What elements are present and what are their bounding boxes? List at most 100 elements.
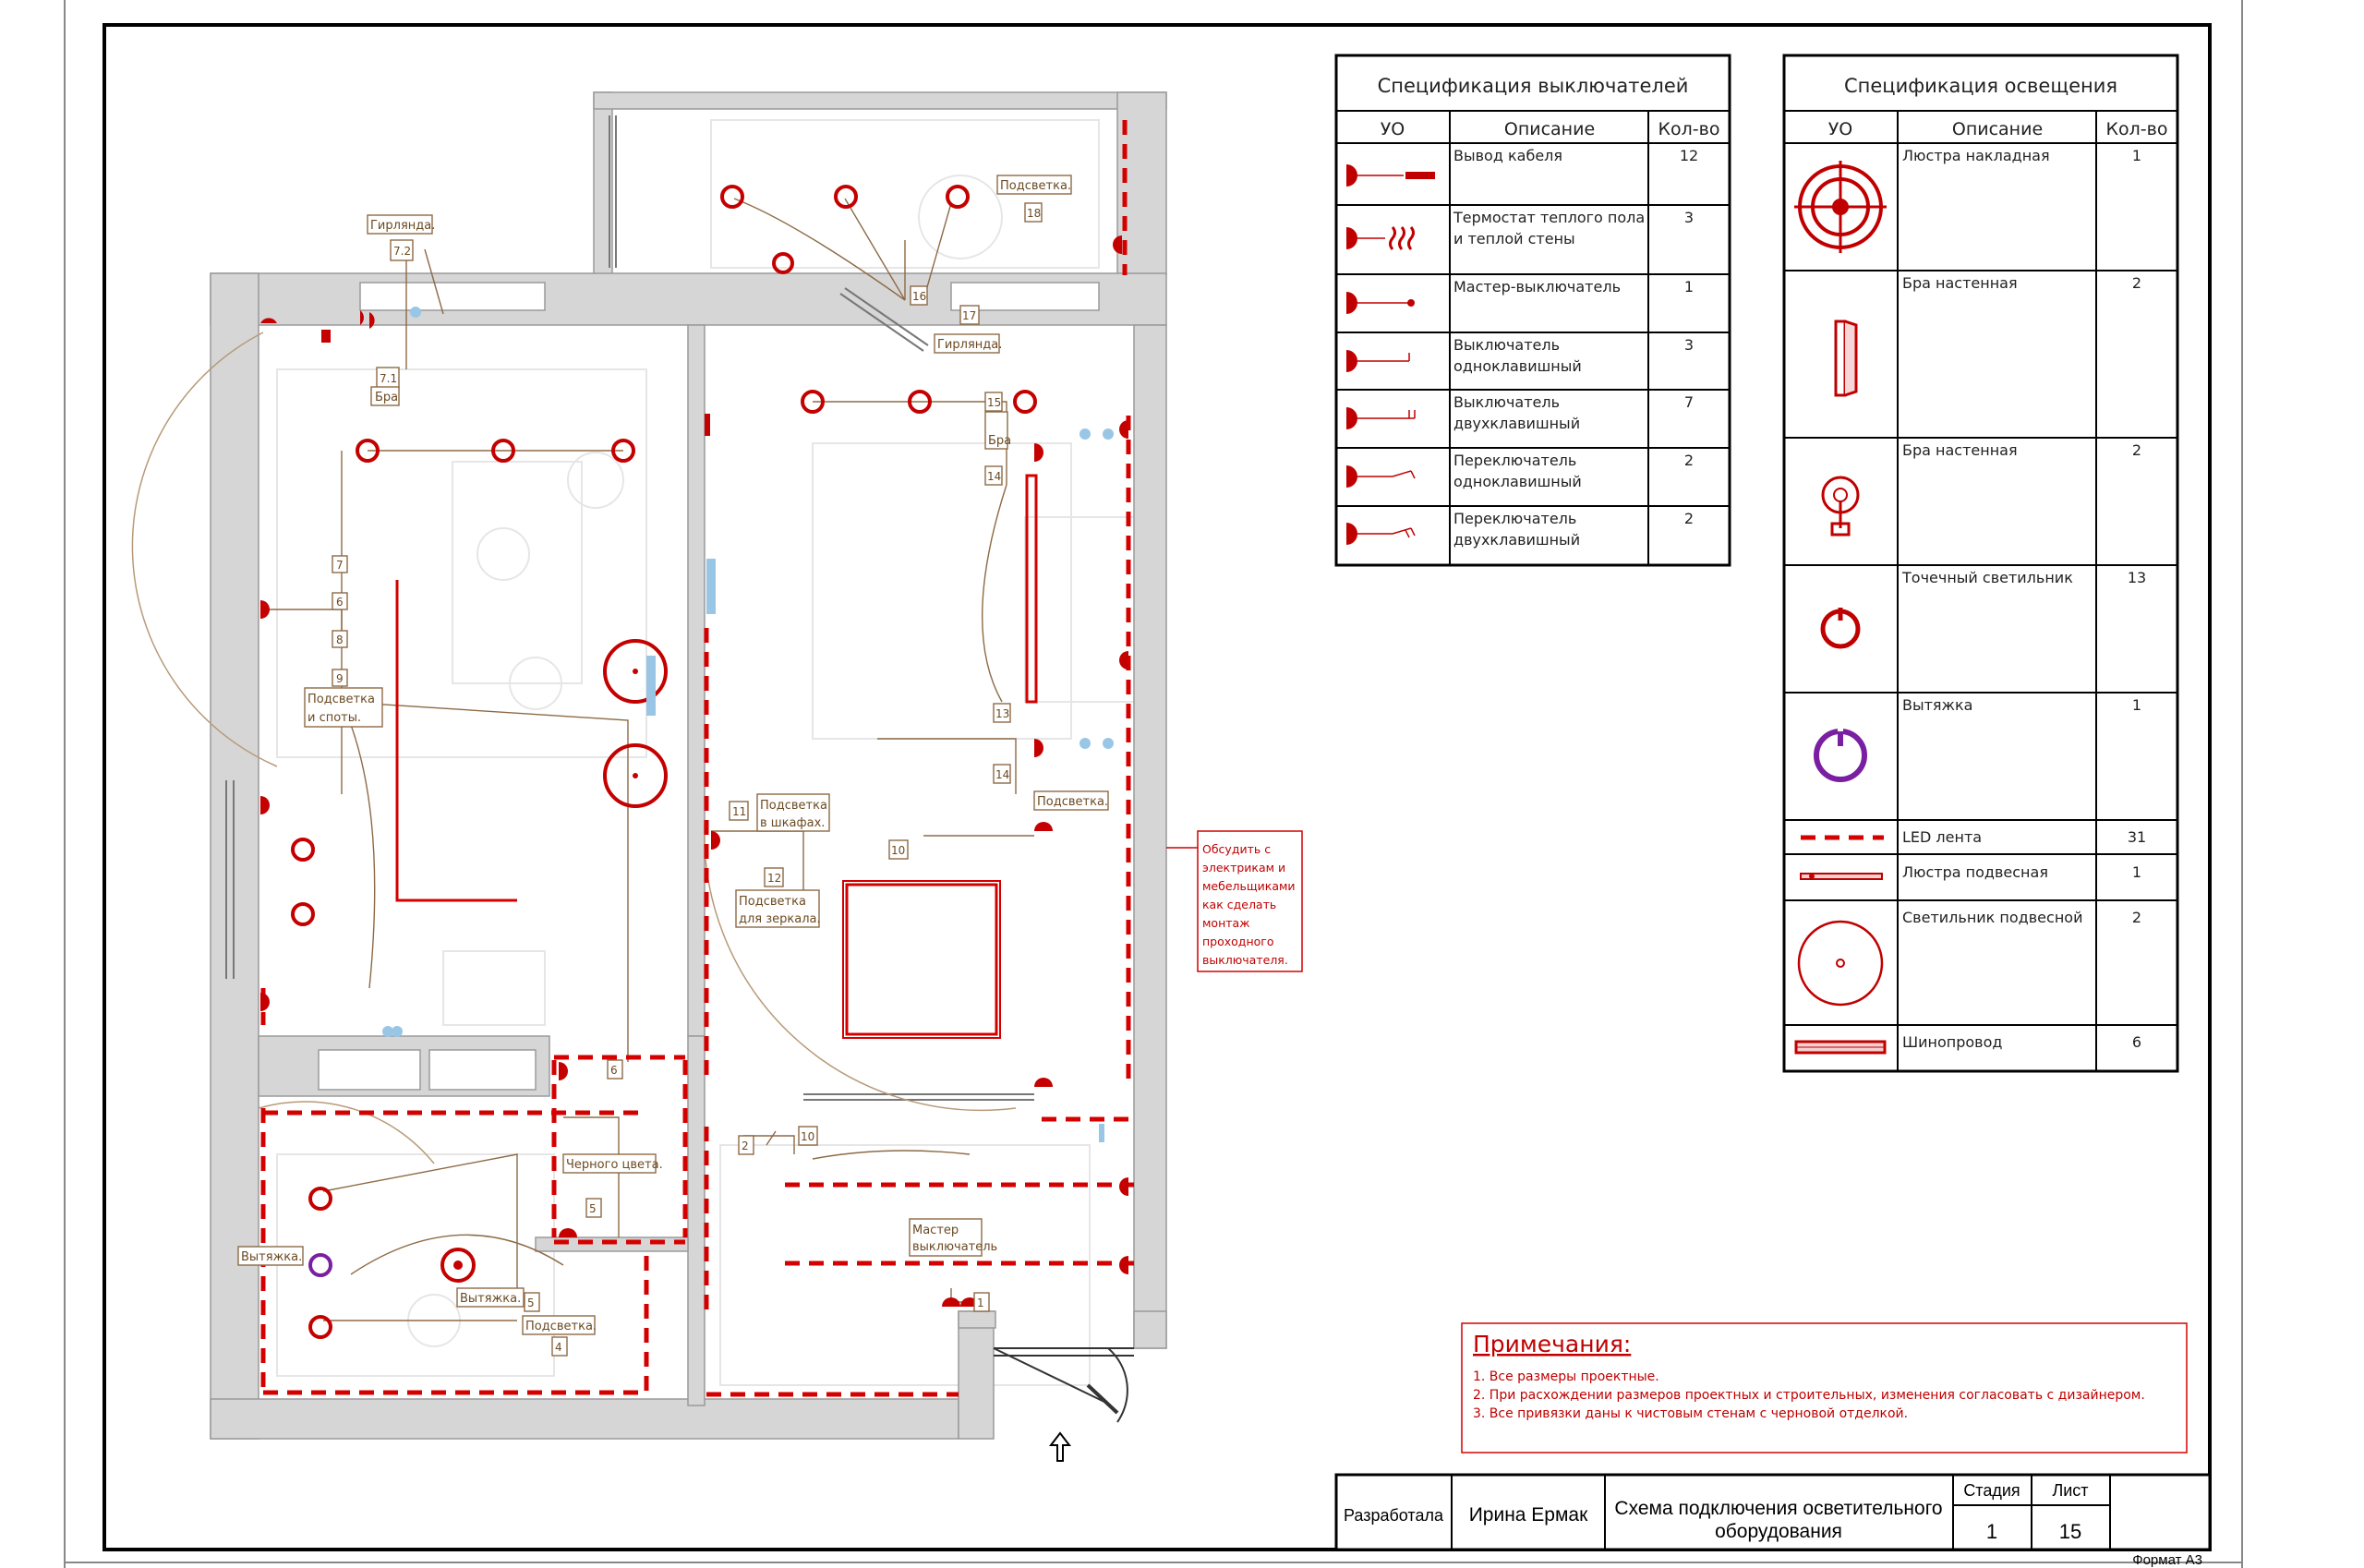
stamp-author-name: Ирина Ермак (1469, 1504, 1588, 1526)
stamp-sheet-value: 15 (2059, 1520, 2081, 1543)
tag-2: 2 (742, 1140, 749, 1152)
tag-17: 17 (962, 309, 976, 322)
tag-10-a: 10 (891, 844, 905, 857)
master-switch-icon (1346, 292, 1415, 314)
wall-sconce-icon (1834, 320, 1858, 397)
tag-13: 13 (995, 707, 1009, 720)
busbar-icon (1794, 1040, 1887, 1055)
discuss-note-box (1197, 830, 1303, 972)
light-row-6-desc: LED лента (1902, 828, 1982, 846)
tag-7-1: 7.1 (380, 372, 397, 385)
tag-1: 1 (977, 1297, 984, 1309)
switch-row-6-qty: 2 (1684, 452, 1694, 469)
spotlight-icon (1820, 608, 1861, 649)
light-row-3-qty: 2 (2132, 441, 2141, 459)
switch-row-7-desc-1: Переключатель (1453, 510, 1576, 527)
switch-row-5-desc-2: двухклавишный (1453, 415, 1580, 432)
label-backlight-closets-1: Подсветка (760, 799, 827, 813)
light-row-1-desc: Люстра накладная (1902, 147, 2050, 164)
stamp-stage-value: 1 (1986, 1520, 1997, 1543)
cable-outlet-icon (1346, 164, 1435, 187)
label-backlight-balcony: Подсветка. (1000, 179, 1071, 193)
light-spec-header-qty: Кол-во (2106, 119, 2168, 139)
svg-text:выключателя.: выключателя. (1202, 953, 1288, 967)
tag-14-b: 14 (995, 768, 1009, 781)
light-row-4-qty: 13 (2128, 569, 2146, 586)
label-master-switch-2: выключатель (912, 1240, 997, 1254)
switch-row-4-desc-1: Выключатель (1453, 336, 1560, 354)
label-backlight-spots-1: Подсветка (308, 693, 375, 706)
double-switch-icon (1346, 407, 1416, 429)
light-spec-header-description: Описание (1952, 119, 2043, 139)
tag-14-a: 14 (987, 470, 1001, 483)
light-row-1-qty: 1 (2132, 147, 2141, 164)
light-spec-header-symbol: УО (1828, 119, 1853, 139)
light-row-8-qty: 2 (2132, 909, 2141, 926)
tag-12: 12 (767, 872, 781, 885)
tag-9: 9 (336, 672, 344, 685)
switch-spec-header-symbol: УО (1381, 119, 1405, 139)
light-row-4-desc: Точечный светильник (1901, 569, 2073, 586)
hood-icon (1814, 729, 1867, 782)
stamp-stage-label: Стадия (1963, 1481, 2020, 1500)
light-row-5-qty: 1 (2132, 696, 2141, 714)
ceiling-chandelier-icon (1794, 161, 1887, 253)
light-row-8-desc: Светильник подвесной (1902, 909, 2082, 926)
switch-row-2-qty: 3 (1684, 209, 1694, 226)
label-backlight-mirror-2: для зеркала. (739, 912, 821, 926)
double-toggle-icon (1346, 523, 1416, 545)
label-garland-balcony: Гирлянда. (937, 338, 1002, 352)
single-switch-icon (1346, 350, 1410, 372)
label-black-color: Черного цвета. (566, 1158, 663, 1172)
switch-row-7-qty: 2 (1684, 510, 1694, 527)
light-row-7-desc: Люстра подвесная (1902, 863, 2048, 881)
switch-row-3-desc: Мастер-выключатель (1453, 278, 1621, 296)
label-sconce-14: Бра (988, 434, 1011, 448)
tag-11: 11 (732, 805, 746, 818)
pendant-lamp-icon (1797, 920, 1884, 1007)
wall-sconce-round-icon (1821, 476, 1860, 537)
switch-row-2-desc-1: Термостат теплого пола (1453, 209, 1645, 226)
notes-box: Примечания: 1. Все размеры проектные. 2.… (1461, 1322, 2188, 1453)
single-toggle-icon (1346, 465, 1416, 488)
switch-row-3-qty: 1 (1684, 278, 1694, 296)
tag-8: 8 (336, 633, 344, 646)
label-backlight-kitchen: Подсветка. (525, 1320, 597, 1333)
tag-16: 16 (912, 290, 926, 303)
light-row-2-desc: Бра настенная (1902, 274, 2018, 292)
switch-row-5-desc-1: Выключатель (1453, 393, 1560, 411)
light-spec-table: Спецификация освещения УО Описание Кол-в… (1782, 54, 2179, 1073)
switch-row-4-qty: 3 (1684, 336, 1694, 354)
light-row-7-qty: 1 (2132, 863, 2141, 881)
switch-row-5-qty: 7 (1684, 393, 1694, 411)
label-sconce-7-1: Бра (375, 391, 398, 404)
switch-row-2-desc-2: и теплой стены (1453, 230, 1575, 247)
label-backlight-spots-2: и споты. (308, 711, 361, 725)
label-hood-left: Вытяжка. (241, 1250, 302, 1264)
floor-plan (131, 91, 1303, 1462)
switch-spec-header-description: Описание (1504, 119, 1595, 139)
switch-row-1-desc: Вывод кабеля (1453, 147, 1562, 164)
light-row-3-desc: Бра настенная (1902, 441, 2018, 459)
stamp-author-label: Разработала (1344, 1506, 1444, 1525)
tag-4: 4 (555, 1341, 562, 1354)
stamp-sheet-label: Лист (2052, 1481, 2088, 1500)
switch-spec-title: Спецификация выключателей (1378, 75, 1689, 97)
note-2: 2. При расхождении размеров проектных и … (1473, 1388, 2145, 1403)
stamp-title-line-2: оборудования (1715, 1521, 1842, 1542)
label-hood-center: Вытяжка. (460, 1292, 521, 1306)
label-master-switch-1: Мастер (912, 1224, 959, 1237)
label-garland-top: Гирлянда. (370, 219, 435, 233)
tag-15: 15 (987, 396, 1001, 409)
light-row-9-qty: 6 (2132, 1033, 2141, 1051)
tag-7: 7 (336, 559, 344, 572)
light-row-5-desc: Вытяжка (1902, 696, 1972, 714)
note-3: 3. Все привязки даны к чистовым стенам с… (1473, 1406, 1908, 1421)
switch-row-6-desc-1: Переключатель (1453, 452, 1576, 469)
switch-row-7-desc-2: двухклавишный (1453, 531, 1580, 549)
stamp-title-line-1: Схема подключения осветительного (1614, 1498, 1942, 1519)
light-spec-title: Спецификация освещения (1844, 75, 2117, 97)
note-1: 1. Все размеры проектные. (1473, 1369, 1659, 1384)
title-block: Разработала Ирина Ермак Схема подключени… (1334, 1473, 2212, 1551)
